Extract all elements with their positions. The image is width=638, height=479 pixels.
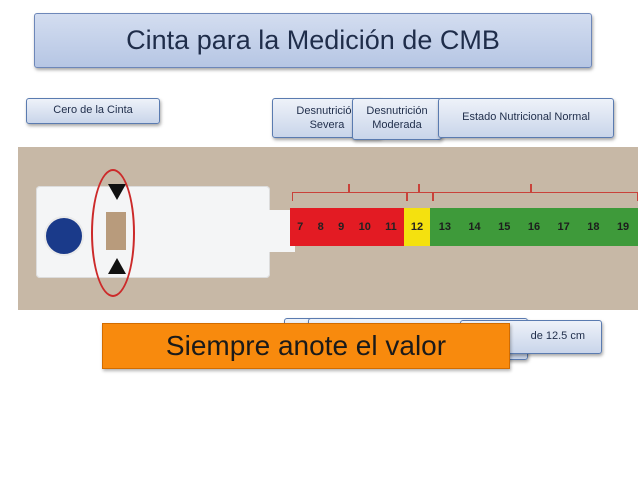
logo-icon xyxy=(44,216,84,256)
severe-label-line1: Desnutrición xyxy=(296,105,358,117)
callout-banner: Siempre anote el valor xyxy=(102,323,510,369)
moderate-label: Desnutrición Moderada xyxy=(352,98,442,140)
tape-number: 18 xyxy=(587,221,600,233)
tape-neck xyxy=(225,210,295,252)
bottom-right-text: de 12.5 cm xyxy=(530,330,585,343)
normal-label: Estado Nutricional Normal xyxy=(438,98,614,138)
yellow-zone: 12 xyxy=(404,208,430,246)
severe-label-line2: Severa xyxy=(309,118,345,131)
slide-title: Cinta para la Medición de CMB xyxy=(34,13,592,68)
tape-number: 13 xyxy=(438,221,451,233)
moderate-label-line2: Moderada xyxy=(372,118,422,131)
moderate-bracket xyxy=(406,192,434,201)
red-zone: 7 8 9 10 11 xyxy=(290,208,404,246)
tape-number: 10 xyxy=(358,221,371,233)
bracket-connector xyxy=(418,184,420,193)
tape-number: 19 xyxy=(616,221,630,233)
tape-number: 9 xyxy=(338,221,345,233)
green-zone: 13 14 15 16 17 18 19 xyxy=(430,208,638,246)
tape-number: 16 xyxy=(527,221,541,233)
tape-number: 15 xyxy=(498,221,511,233)
bracket-connector xyxy=(530,184,532,193)
tape-number: 8 xyxy=(317,221,324,233)
severe-bracket xyxy=(292,192,408,201)
bracket-connector xyxy=(348,184,350,193)
measuring-tape: 7 8 9 10 11 12 13 14 15 16 17 18 19 xyxy=(290,208,638,246)
tape-number: 11 xyxy=(385,221,397,233)
tape-number: 12 xyxy=(410,221,424,233)
tape-number: 14 xyxy=(468,221,481,233)
zero-label: Cero de la Cinta xyxy=(26,98,160,124)
tape-number: 17 xyxy=(557,221,570,233)
moderate-label-line1: Desnutrición xyxy=(366,105,428,117)
tape-number: 7 xyxy=(297,221,304,233)
zero-highlight-ellipse xyxy=(91,169,135,297)
normal-bracket xyxy=(432,192,638,201)
